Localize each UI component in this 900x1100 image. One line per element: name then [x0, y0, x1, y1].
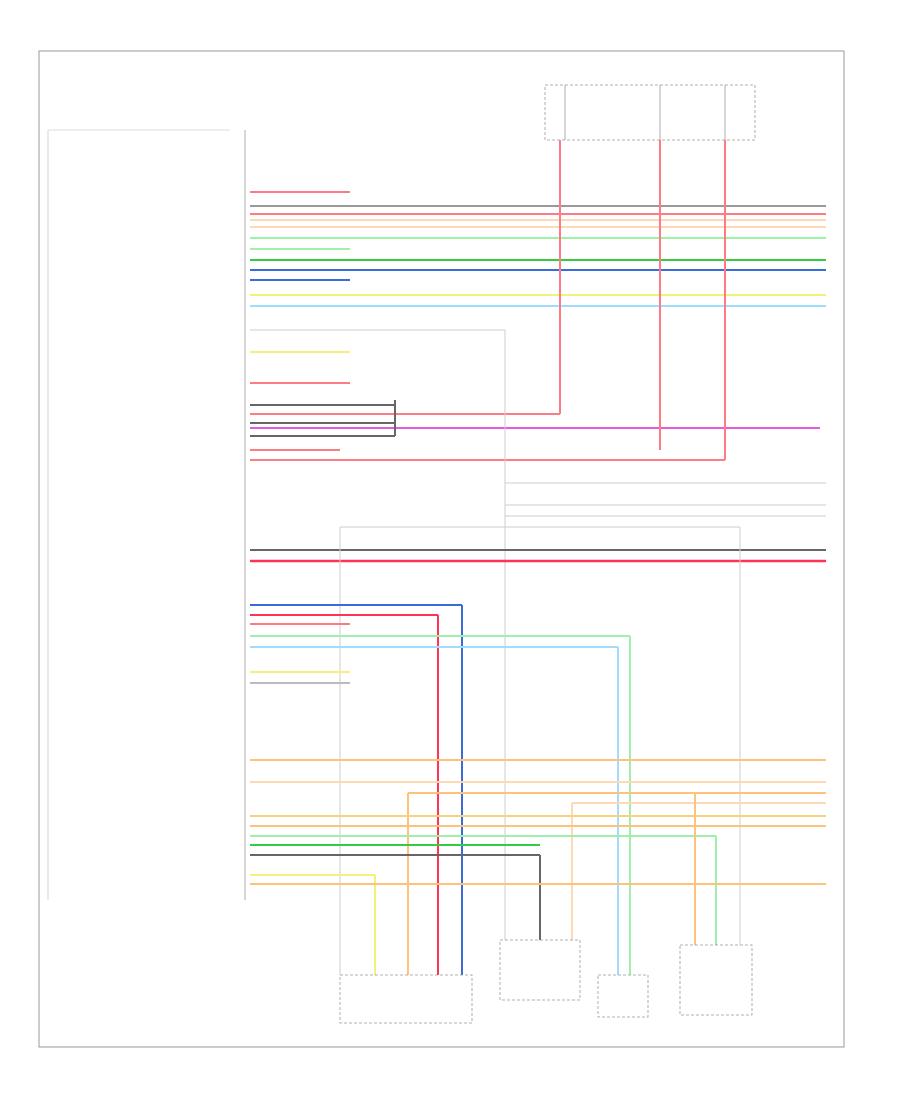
component-box [339, 974, 473, 1024]
diagram-frame [38, 50, 845, 1048]
component-box [597, 974, 649, 1018]
control-module [47, 129, 246, 900]
top-switches [544, 84, 756, 141]
wire-bundle-lower [250, 604, 826, 975]
wire-bundle-upper [250, 191, 826, 461]
bottom-components [339, 939, 753, 1024]
component-box [499, 939, 581, 1001]
wire-bundle-middle [250, 482, 826, 975]
component-box [679, 944, 753, 1016]
